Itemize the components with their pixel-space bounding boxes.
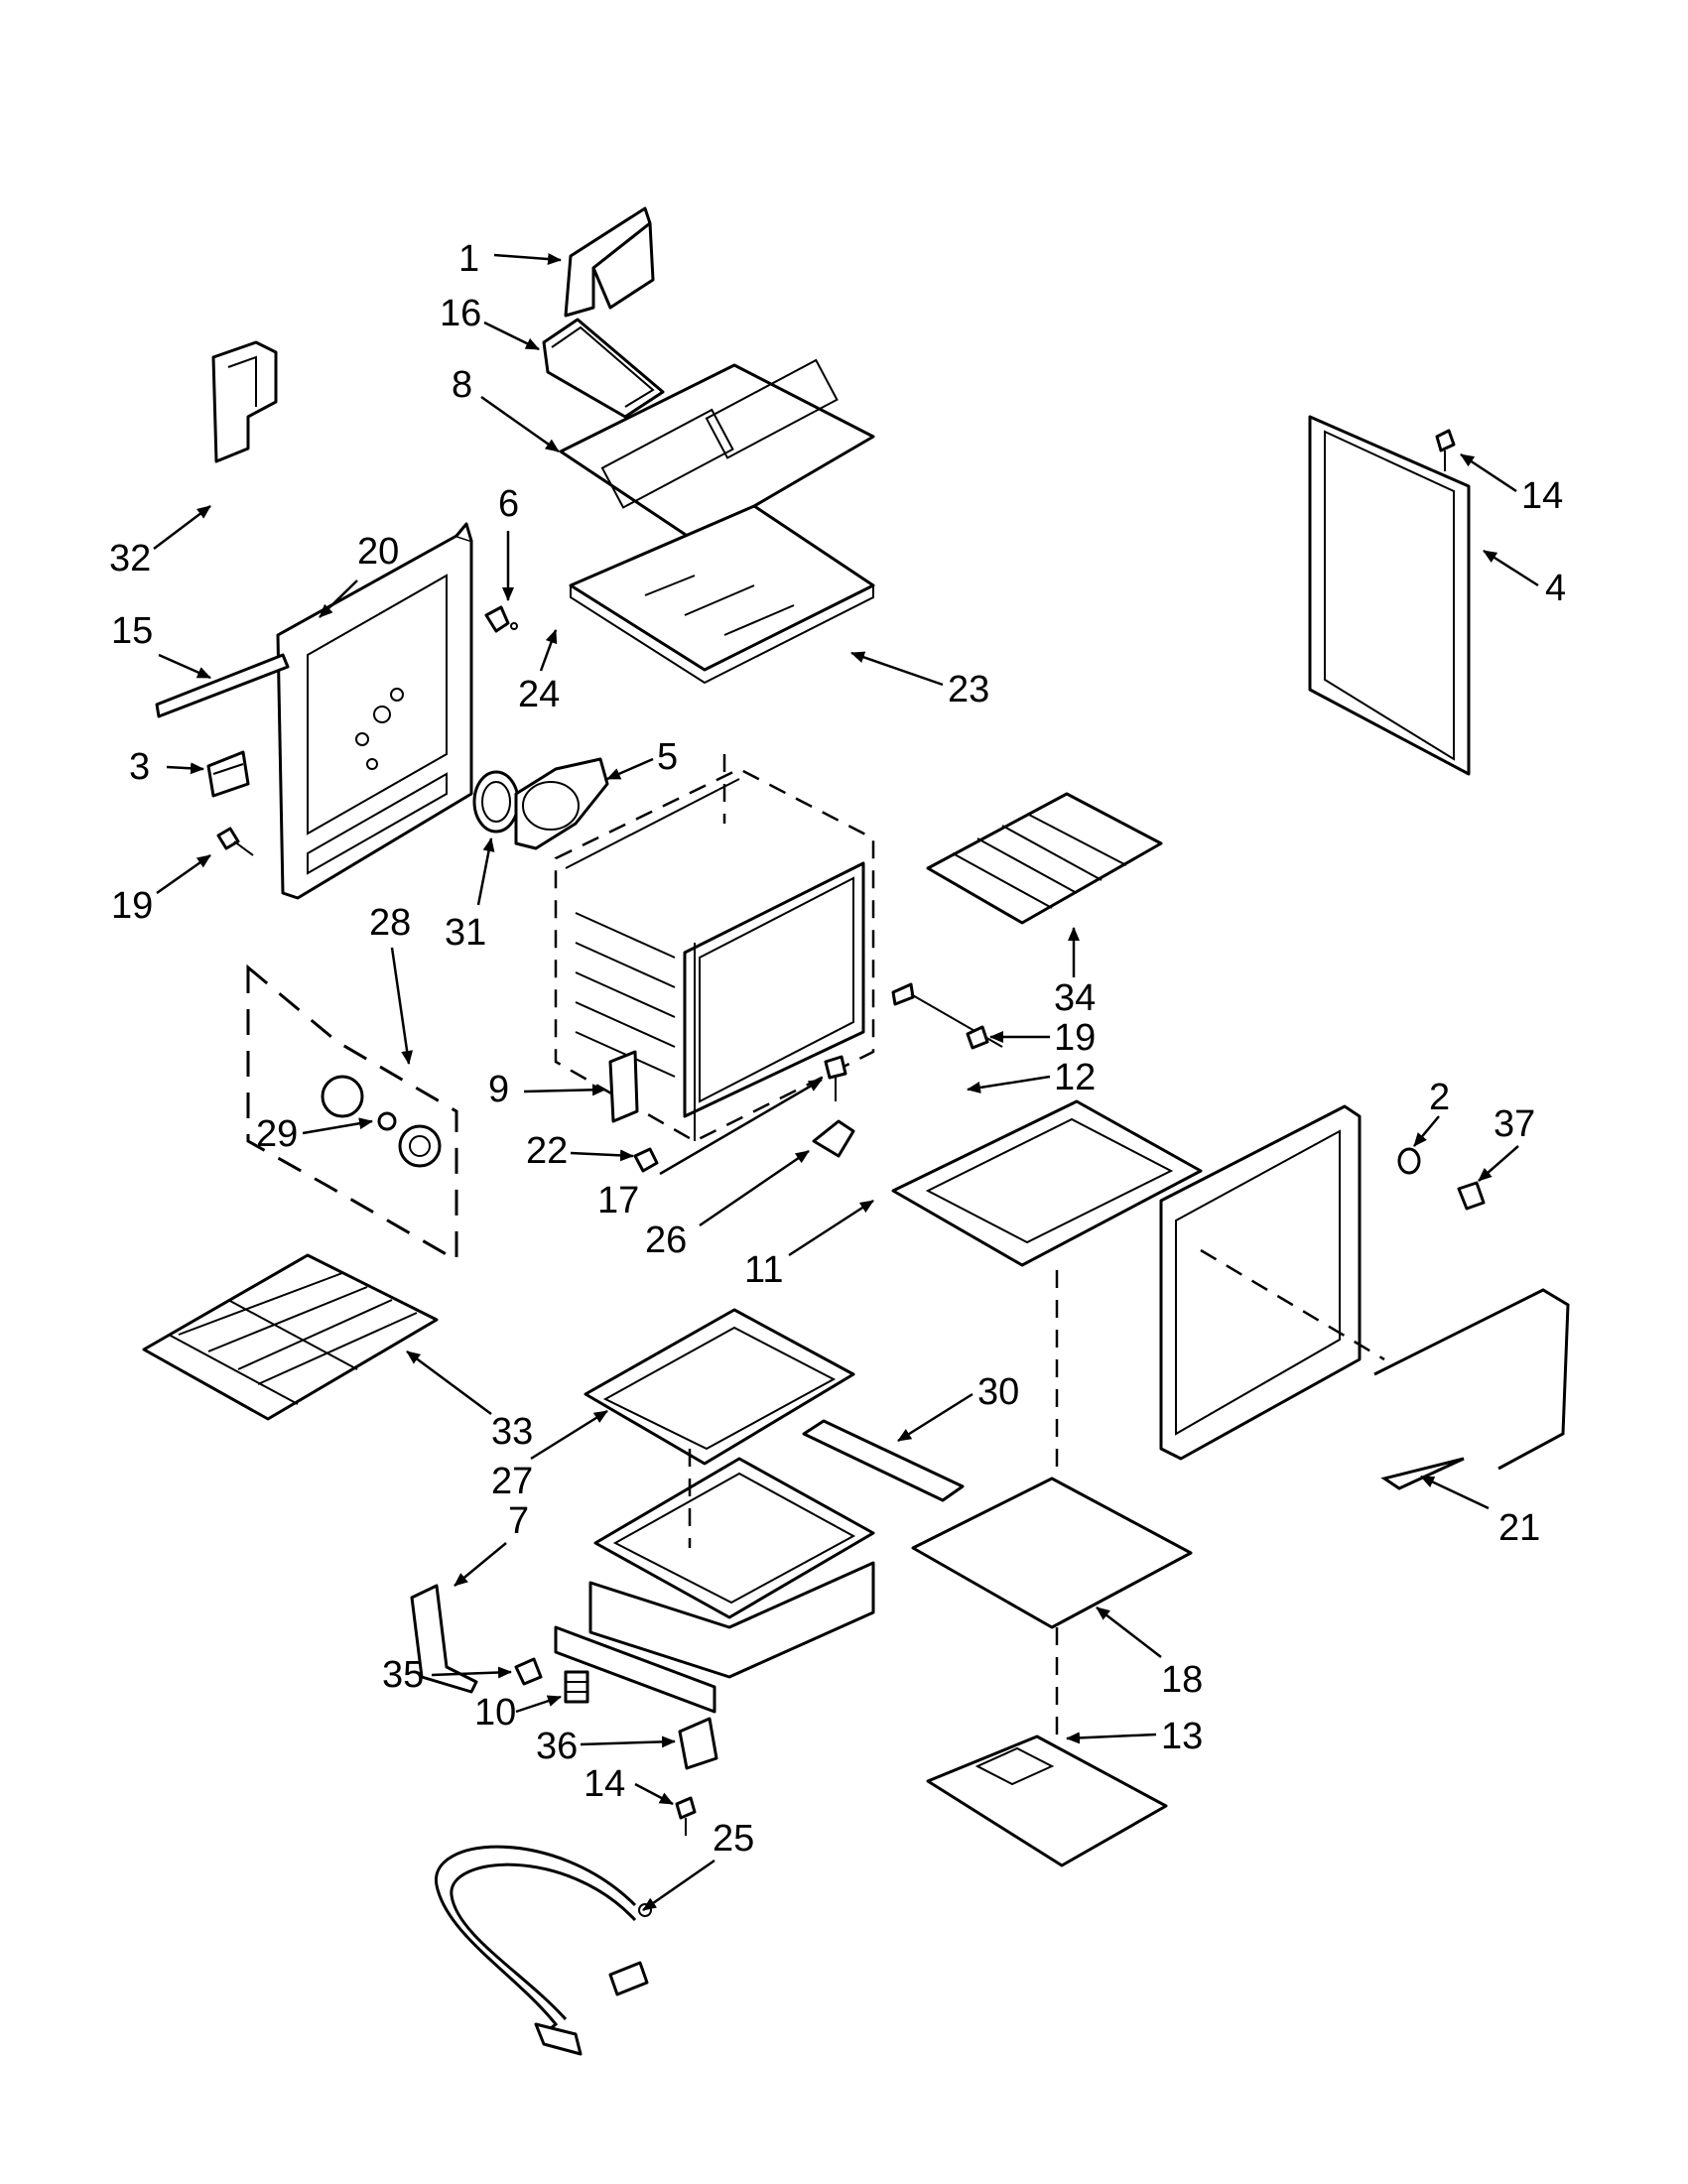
callout-27: 27 bbox=[491, 1461, 533, 1502]
part-18-bottom-panel bbox=[911, 1477, 1193, 1629]
part-3-bracket bbox=[206, 750, 250, 798]
callout-11: 11 bbox=[744, 1249, 783, 1291]
callout-4: 4 bbox=[1545, 568, 1566, 609]
callout-15: 15 bbox=[111, 610, 153, 652]
part-7-leveling-bracket bbox=[410, 1584, 478, 1694]
callout-21: 21 bbox=[1498, 1507, 1540, 1549]
part-8-top-panel bbox=[559, 358, 875, 543]
callout-8: 8 bbox=[452, 364, 472, 406]
part-21-gasket bbox=[1373, 1288, 1570, 1490]
callout-34: 34 bbox=[1054, 977, 1096, 1019]
callout-17: 17 bbox=[597, 1180, 639, 1221]
part-23-cavity-top bbox=[569, 504, 875, 685]
callout-12: 12 bbox=[1054, 1057, 1096, 1098]
callout-29: 29 bbox=[256, 1113, 298, 1155]
lower-plate bbox=[593, 1449, 875, 1619]
base-frame bbox=[554, 1561, 875, 1714]
callout-19-right: 19 bbox=[1054, 1017, 1096, 1059]
callouts: 1 16 8 32 20 6 15 24 23 14 4 3 5 19 31 2… bbox=[109, 238, 1566, 1912]
part-33-oven-rack bbox=[142, 1253, 439, 1421]
callout-13: 13 bbox=[1161, 1716, 1203, 1757]
callout-20: 20 bbox=[357, 531, 399, 573]
callout-10: 10 bbox=[474, 1692, 516, 1734]
callout-30: 30 bbox=[977, 1371, 1019, 1413]
callout-33: 33 bbox=[491, 1411, 533, 1453]
callout-19-left: 19 bbox=[111, 885, 153, 927]
part-9-bracket bbox=[608, 1050, 639, 1123]
part-19-screw-right bbox=[966, 1025, 989, 1050]
part-1-vent-duct bbox=[564, 206, 655, 318]
callout-31: 31 bbox=[445, 912, 486, 954]
callout-16: 16 bbox=[440, 293, 481, 334]
callout-6: 6 bbox=[498, 483, 519, 525]
part-26-bracket bbox=[812, 1119, 855, 1158]
callout-28: 28 bbox=[369, 902, 411, 944]
callout-35: 35 bbox=[382, 1654, 424, 1696]
callout-22: 22 bbox=[526, 1130, 568, 1172]
part-10-leveler bbox=[564, 1670, 589, 1704]
callout-24: 24 bbox=[518, 674, 560, 715]
part-17-fastener bbox=[824, 1055, 847, 1101]
callout-14-top: 14 bbox=[1521, 475, 1563, 517]
door-assembly bbox=[1159, 1104, 1385, 1461]
callout-23: 23 bbox=[948, 669, 989, 710]
part-6-fitting bbox=[484, 605, 518, 633]
callout-9: 9 bbox=[488, 1069, 509, 1110]
callout-18: 18 bbox=[1161, 1659, 1203, 1701]
part-20-rear-panel bbox=[276, 522, 473, 900]
part-32-bracket bbox=[211, 340, 278, 463]
callout-1: 1 bbox=[458, 238, 479, 280]
part-31-fan bbox=[472, 770, 520, 834]
callout-2: 2 bbox=[1429, 1077, 1450, 1118]
part-16-duct-gasket bbox=[542, 318, 665, 419]
part-28-knob-kit bbox=[246, 964, 458, 1263]
part-25-power-cord bbox=[435, 1845, 652, 2056]
part-4-side-panel bbox=[1308, 415, 1471, 776]
callout-3: 3 bbox=[129, 746, 150, 788]
part-14-screw-lower bbox=[675, 1796, 697, 1836]
part-15-rail bbox=[155, 653, 290, 718]
part-36-switch bbox=[678, 1717, 718, 1770]
part-27-bottom-plate bbox=[584, 1308, 855, 1466]
part-13-drawer-liner bbox=[926, 1734, 1168, 1867]
callout-7: 7 bbox=[508, 1500, 529, 1542]
part-35-screw bbox=[514, 1657, 543, 1686]
callout-5: 5 bbox=[657, 736, 678, 778]
callout-32: 32 bbox=[109, 538, 151, 579]
part-22-screw bbox=[633, 1147, 659, 1173]
callout-25: 25 bbox=[713, 1818, 754, 1860]
part-11-door-frame bbox=[891, 1099, 1203, 1267]
part-2-bushing bbox=[1397, 1147, 1421, 1175]
callout-37: 37 bbox=[1493, 1103, 1535, 1145]
part-34-rack bbox=[926, 792, 1163, 925]
callout-26: 26 bbox=[645, 1220, 687, 1261]
callout-36: 36 bbox=[536, 1726, 578, 1767]
part-19-screw bbox=[216, 827, 254, 856]
part-30-bracket bbox=[802, 1419, 965, 1502]
callout-14-lower: 14 bbox=[584, 1763, 625, 1805]
part-37-screw bbox=[1457, 1181, 1486, 1211]
part-5-fan-housing bbox=[514, 757, 609, 850]
oven-cavity bbox=[554, 754, 875, 1143]
part-14-screw bbox=[1435, 429, 1456, 471]
